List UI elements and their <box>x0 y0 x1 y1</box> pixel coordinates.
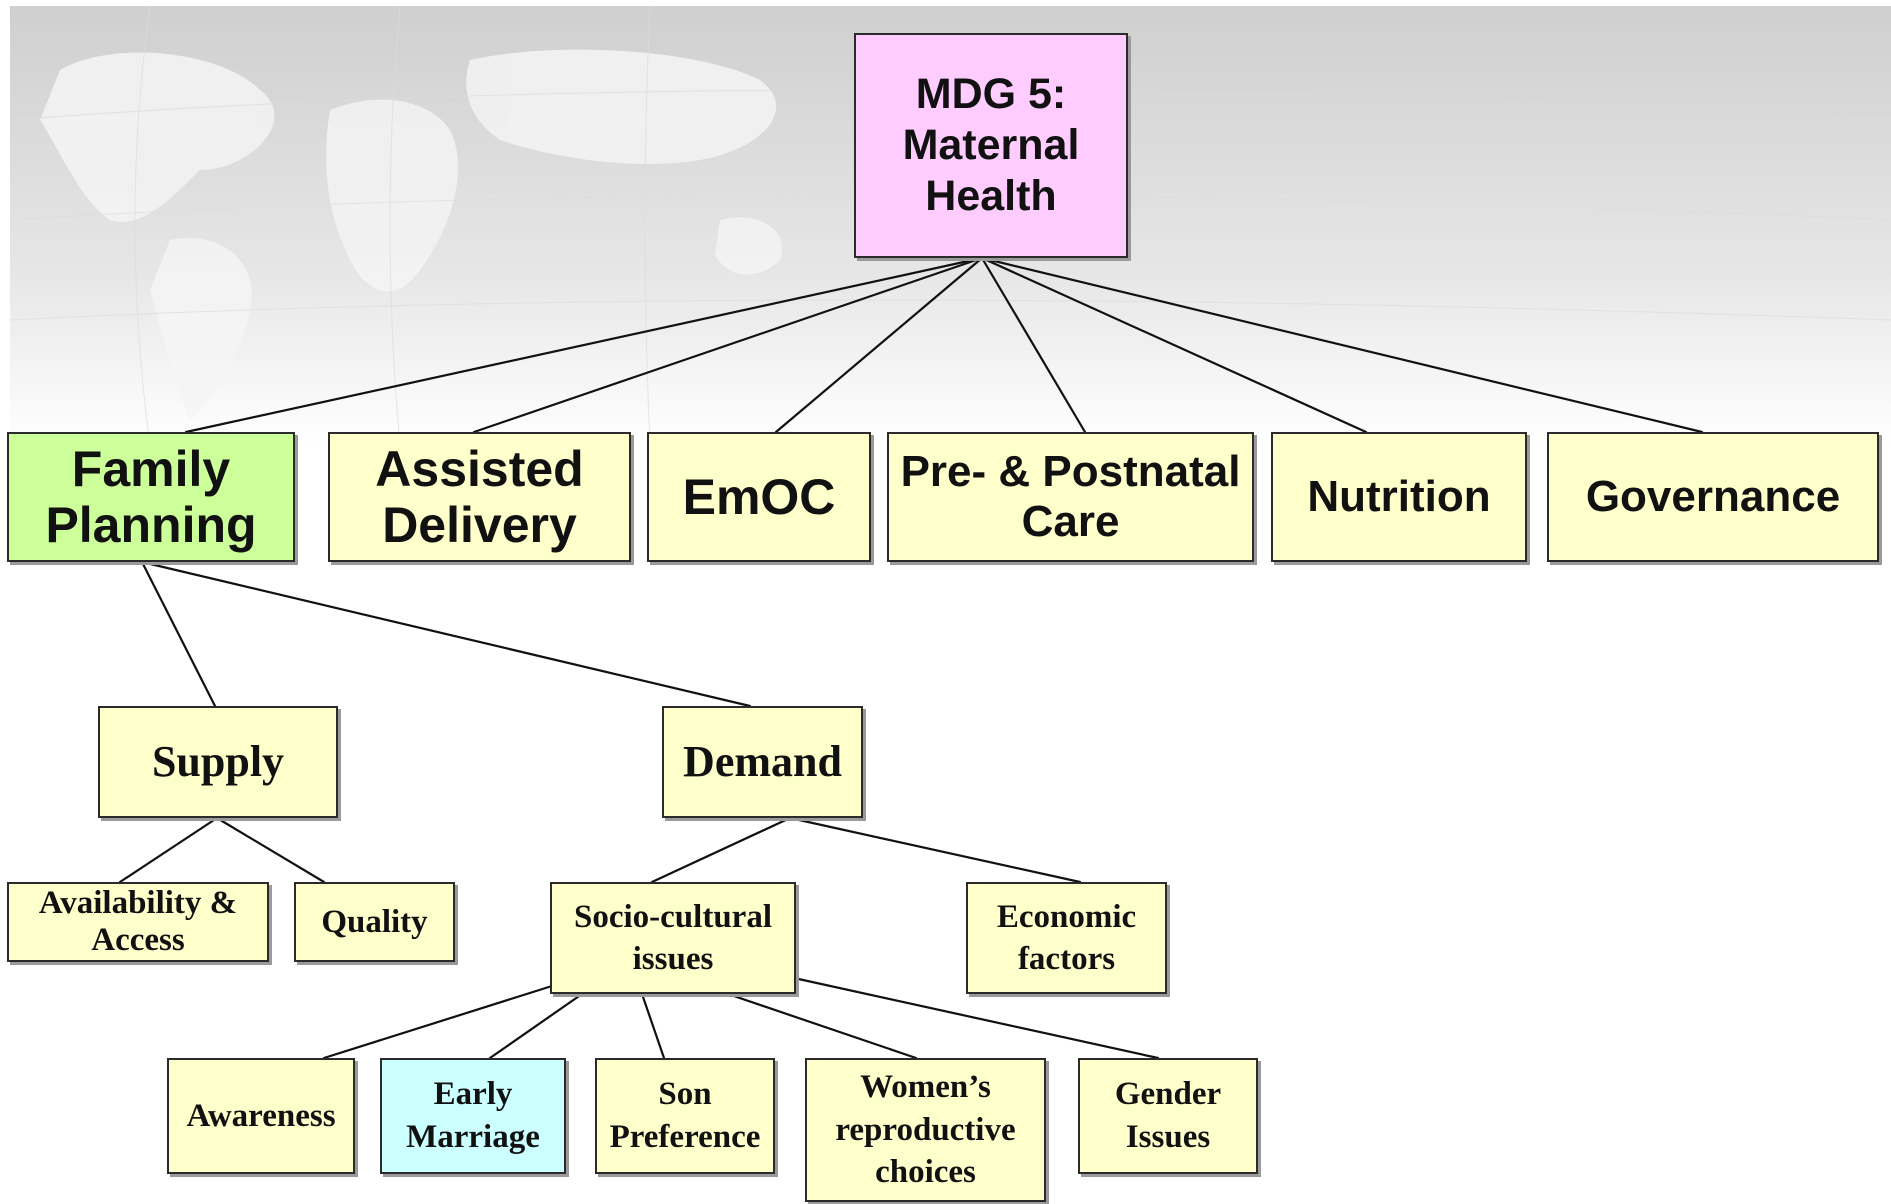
node-availability-access: Availability & Access <box>7 882 269 962</box>
connector-demand-socio-cultural-issues <box>650 816 792 884</box>
connector-socio-womens-reproductive-choices <box>726 992 918 1060</box>
node-label: Nutrition <box>1307 472 1491 522</box>
node-nutrition: Nutrition <box>1271 432 1527 562</box>
node-son-preference: Son Preference <box>595 1058 775 1174</box>
node-emoc: EmOC <box>647 432 871 562</box>
connector-family-planning-demand <box>140 560 752 708</box>
node-label: Socio-cultural issues <box>574 898 772 977</box>
connector-root-pre-postnatal-care <box>980 256 1087 434</box>
node-label: MDG 5: Maternal Health <box>902 70 1080 220</box>
node-label: Gender Issues <box>1114 1076 1222 1155</box>
node-label: Governance <box>1585 472 1841 522</box>
node-label: Quality <box>321 903 428 940</box>
node-label: Women’s reproductive choices <box>835 1068 1016 1191</box>
node-label: Son Preference <box>609 1076 761 1155</box>
node-pre-postnatal-care: Pre- & Postnatal Care <box>887 432 1254 562</box>
node-label: Assisted Delivery <box>375 441 584 553</box>
node-assisted-delivery: Assisted Delivery <box>328 432 631 562</box>
connector-family-planning-supply <box>140 560 217 708</box>
node-awareness: Awareness <box>167 1058 355 1174</box>
node-supply: Supply <box>98 706 338 818</box>
node-label: Economic factors <box>996 898 1137 977</box>
connector-socio-son-preference <box>640 992 666 1060</box>
node-economic-factors: Economic factors <box>966 882 1167 994</box>
connector-socio-gender-issues <box>792 976 1160 1060</box>
node-label: Early Marriage <box>406 1076 540 1155</box>
node-label: Supply <box>151 737 285 787</box>
node-governance: Governance <box>1547 432 1879 562</box>
node-label: Family Planning <box>45 441 257 553</box>
connector-root-emoc <box>774 256 984 434</box>
connector-root-governance <box>980 256 1704 434</box>
node-family-planning: Family Planning <box>7 432 295 562</box>
connector-socio-early-marriage <box>488 992 584 1060</box>
node-label: Availability & Access <box>38 885 238 958</box>
node-label: Awareness <box>186 1097 336 1134</box>
node-label: EmOC <box>682 468 836 525</box>
connector-root-nutrition <box>980 256 1368 434</box>
connector-root-assisted-delivery <box>472 256 984 434</box>
connector-root-family-planning <box>184 256 984 434</box>
connector-supply-availability-access <box>118 816 219 884</box>
node-early-marriage: Early Marriage <box>380 1058 566 1174</box>
node-quality: Quality <box>294 882 455 962</box>
connector-demand-economic-factors <box>788 816 1082 884</box>
node-gender-issues: Gender Issues <box>1078 1058 1258 1174</box>
node-socio-cultural-issues: Socio-cultural issues <box>550 882 796 994</box>
node-womens-reproductive-choices: Women’s reproductive choices <box>805 1058 1046 1202</box>
node-mdg5-maternal-health: MDG 5: Maternal Health <box>854 33 1128 258</box>
node-demand: Demand <box>662 706 863 818</box>
node-label: Demand <box>683 737 842 787</box>
node-label: Pre- & Postnatal Care <box>900 446 1241 546</box>
connector-socio-awareness <box>322 984 554 1060</box>
connector-supply-quality <box>215 816 326 884</box>
